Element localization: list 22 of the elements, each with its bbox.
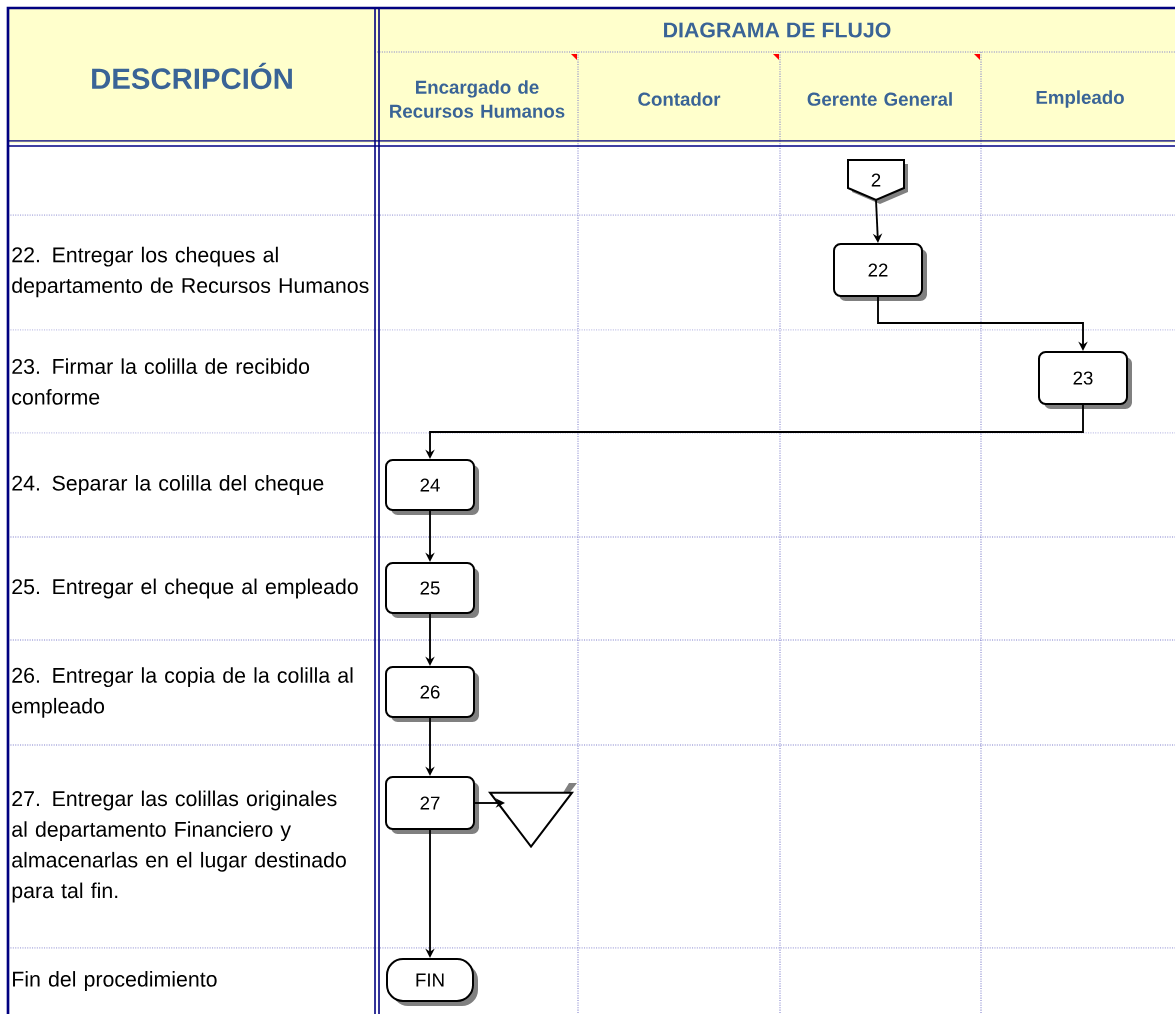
process-box: 23 bbox=[1038, 351, 1132, 409]
description-text: 26. Entregar la copia de la colilla al empleado bbox=[12, 667, 353, 718]
terminator-box: FIN bbox=[386, 958, 478, 1006]
column-header: DIAGRAMA DE FLUJO bbox=[664, 22, 891, 38]
arrow bbox=[877, 296, 1088, 351]
lane-header: Empleado bbox=[1036, 90, 1124, 108]
process-box: 24 bbox=[385, 459, 479, 515]
description-text: Fin del procedimiento bbox=[13, 971, 217, 991]
lane-header: Gerente General bbox=[807, 92, 952, 106]
description-text: 27. Entregar las colillas originales al departamento Financiero y almacenarlas en el lugar destinado para tal fin. bbox=[12, 790, 346, 903]
description-text: 25. Entregar el cheque al empleado bbox=[12, 578, 358, 599]
process-box: 25 bbox=[385, 562, 479, 618]
lane-header: Encargado de Recursos Humanos bbox=[390, 80, 565, 118]
process-box: 27 bbox=[385, 776, 479, 834]
description-text: 22. Entregar los cheques al departamento de Recursos Humanos bbox=[12, 246, 369, 298]
lane-header: Contador bbox=[638, 92, 721, 106]
description-text: 23. Firmar la colilla de recibido conforme bbox=[12, 358, 310, 405]
process-box: 26 bbox=[385, 666, 479, 722]
offpage-connector: 2 bbox=[847, 159, 908, 204]
description-text: 24. Separar la colilla del cheque bbox=[12, 475, 324, 495]
process-box: 22 bbox=[833, 243, 927, 301]
column-header: DESCRIPCIÓN bbox=[92, 62, 292, 90]
